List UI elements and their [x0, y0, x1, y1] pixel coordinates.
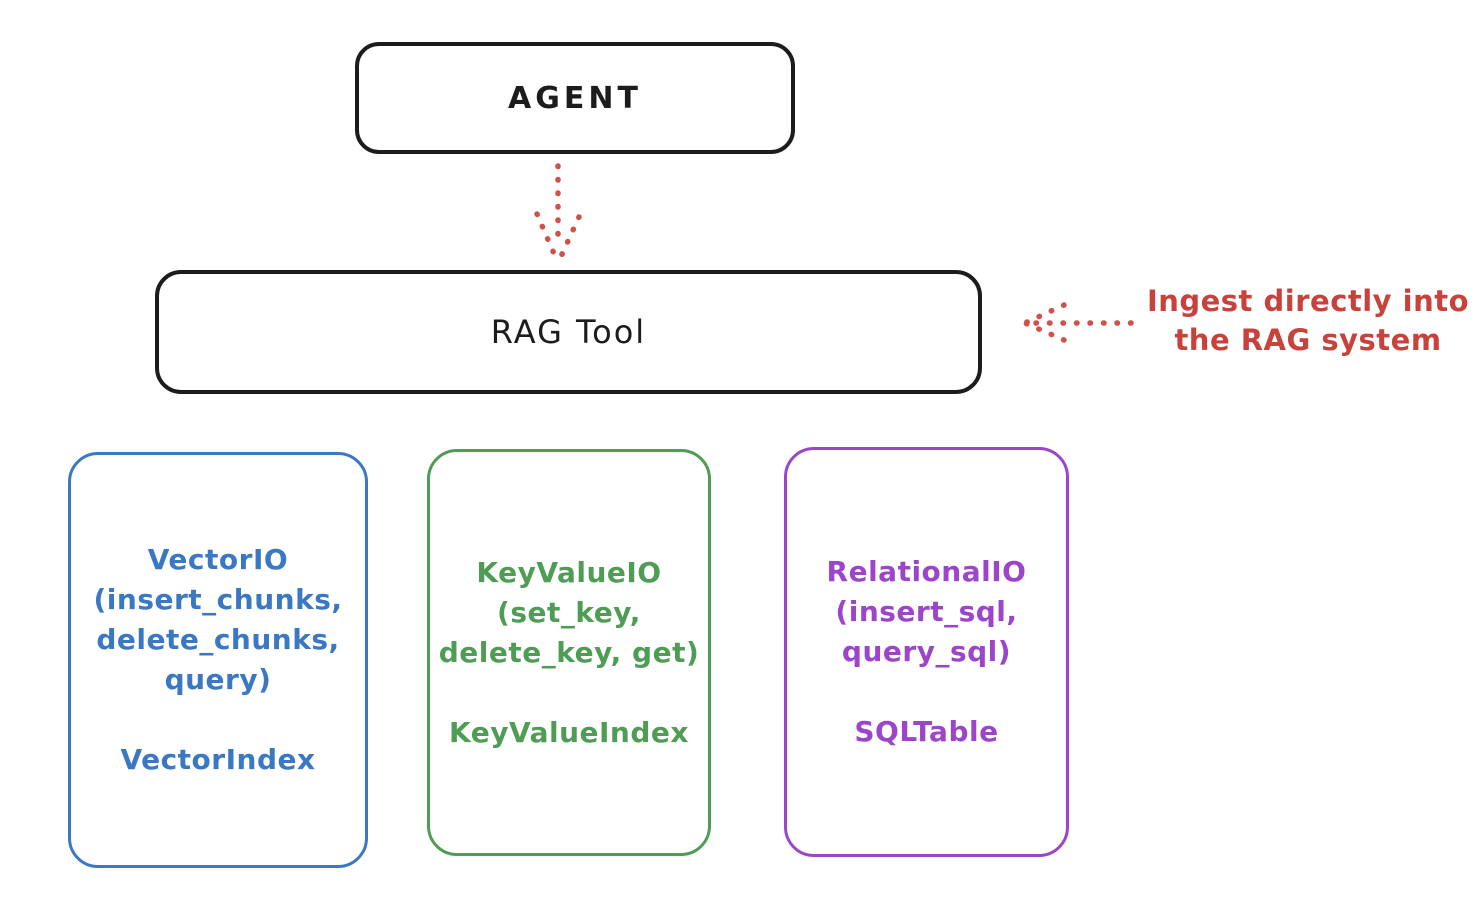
keyvalue-index-label: KeyValueIndex	[449, 715, 689, 749]
relational-io-label: RelationalIO (insert_sql, query_sql)	[826, 555, 1027, 668]
keyvalue-io-card: KeyValueIO (set_key, delete_key, get) Ke…	[427, 449, 711, 856]
agent-node-label: AGENT	[508, 80, 642, 116]
rag-tool-node-label: RAG Tool	[490, 313, 647, 351]
sql-table-label: SQLTable	[854, 715, 999, 748]
relational-io-card: RelationalIO (insert_sql, query_sql) SQL…	[784, 447, 1069, 857]
rag-tool-node: RAG Tool	[155, 270, 982, 394]
vector-index-label: VectorIndex	[120, 743, 316, 776]
agent-node: AGENT	[355, 42, 795, 154]
vector-io-label: VectorIO (insert_chunks, delete_chunks, …	[93, 543, 343, 696]
vector-io-card: VectorIO (insert_chunks, delete_chunks, …	[68, 452, 368, 868]
agent-to-ragtool-arrow-icon	[534, 163, 582, 266]
keyvalue-io-label: KeyValueIO (set_key, delete_key, get)	[438, 555, 700, 669]
ingest-annotation: Ingest directly into the RAG system	[1146, 284, 1470, 357]
ingest-arrow-icon	[1022, 302, 1139, 343]
